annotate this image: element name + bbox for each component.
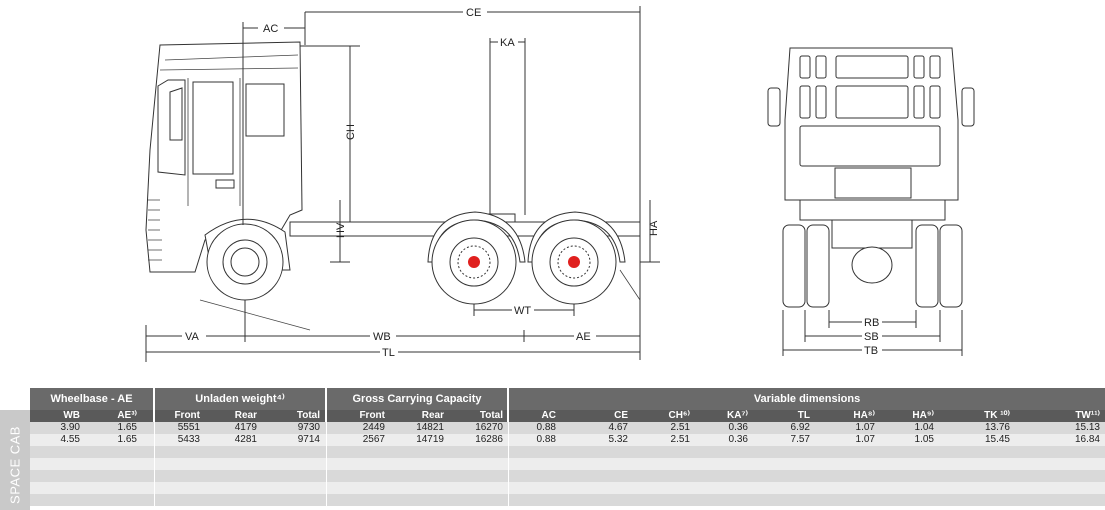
dim-label-ae: AE xyxy=(576,331,591,343)
column-header: Total xyxy=(479,410,503,421)
table-row-band xyxy=(30,446,1105,458)
table-cell: 0.88 xyxy=(536,422,556,433)
table-row-band xyxy=(30,458,1105,470)
column-header: HA⁹⁾ xyxy=(912,410,934,421)
table-row-band xyxy=(30,470,1105,482)
table-cell: 1.07 xyxy=(855,422,875,433)
rear-axle-1-hub xyxy=(468,256,480,268)
truck-dimension-drawing: AC CE KA CH HV HA WT VA WB AE TL xyxy=(145,5,975,362)
dim-label-wb: WB xyxy=(373,331,391,343)
table-cell: 0.36 xyxy=(728,422,748,433)
table-cell: 2449 xyxy=(362,422,385,433)
subheader-band xyxy=(30,410,153,422)
group-divider xyxy=(154,388,155,510)
dim-label-sb: SB xyxy=(864,331,879,343)
table-cell: 3.90 xyxy=(60,422,80,433)
dim-label-ka: KA xyxy=(500,37,515,49)
table-cell: 1.07 xyxy=(855,434,875,445)
table-row-band xyxy=(30,482,1105,494)
dim-label-ce: CE xyxy=(466,7,481,19)
table-cell: 14719 xyxy=(416,434,444,445)
group-divider xyxy=(326,388,327,510)
spec-table: SPACE CAB Wheelbase - AE Unladen weight⁴… xyxy=(0,388,1105,510)
column-header: TW¹¹⁾ xyxy=(1075,410,1100,421)
table-cell: 4281 xyxy=(234,434,257,445)
subheader-band xyxy=(327,410,507,422)
table-cell: 1.65 xyxy=(117,422,137,433)
truck-rear-view xyxy=(767,47,975,308)
subheader-band xyxy=(155,410,325,422)
table-cell: 5433 xyxy=(177,434,200,445)
dim-label-va: VA xyxy=(185,331,200,343)
table-cell: 9730 xyxy=(297,422,320,433)
column-header: Front xyxy=(174,410,200,421)
table-cell: 4.55 xyxy=(60,434,80,445)
column-header: Front xyxy=(359,410,385,421)
table-cell: 1.65 xyxy=(117,434,137,445)
truck-side-view xyxy=(145,41,641,331)
column-header: KA⁷⁾ xyxy=(726,410,748,421)
rear-axle-2-hub xyxy=(568,256,580,268)
table-cell: 0.36 xyxy=(728,434,748,445)
table-row-band xyxy=(30,422,1105,434)
table-cell: 16270 xyxy=(475,422,503,433)
column-header: HA⁸⁾ xyxy=(853,410,875,421)
table-cell: 0.88 xyxy=(536,434,556,445)
table-cell: 15.13 xyxy=(1074,422,1100,433)
column-header: AC xyxy=(541,410,556,421)
dim-label-tb: TB xyxy=(864,345,878,357)
column-header: AE³⁾ xyxy=(117,410,137,421)
side-label-bar: SPACE CAB xyxy=(0,410,30,510)
group-header-gcc: Gross Carrying Capacity xyxy=(327,388,507,410)
table-row-band xyxy=(30,434,1105,446)
table-cell: 2.51 xyxy=(670,434,690,445)
group-header-unladen-weight: Unladen weight⁴⁾ xyxy=(155,388,325,410)
table-cell: 2.51 xyxy=(670,422,690,433)
dim-label-tl: TL xyxy=(382,347,395,359)
rear-view-dimensions: RB SB TB xyxy=(782,310,963,357)
column-header: CH⁶⁾ xyxy=(668,410,690,421)
column-header: Total xyxy=(296,410,320,421)
column-header: TL xyxy=(797,410,810,421)
dim-label-ha: HA xyxy=(648,220,660,236)
table-cell: 14821 xyxy=(416,422,444,433)
table-cell: 6.92 xyxy=(790,422,810,433)
table-cell: 5551 xyxy=(177,422,200,433)
dim-label-rb: RB xyxy=(864,317,879,329)
column-header: Rear xyxy=(234,410,257,421)
side-view-dimensions: AC CE KA CH HV HA WT VA WB AE TL xyxy=(145,5,660,362)
table-cell: 1.04 xyxy=(914,422,934,433)
column-header: Rear xyxy=(421,410,444,421)
table-cell: 15.45 xyxy=(984,434,1010,445)
column-header: CE xyxy=(614,410,628,421)
subheader-band xyxy=(509,410,1105,422)
column-header: TK ¹⁰⁾ xyxy=(984,410,1010,421)
group-divider xyxy=(508,388,509,510)
table-cell: 4179 xyxy=(234,422,257,433)
table-cell: 2567 xyxy=(362,434,385,445)
dim-label-wt: WT xyxy=(514,305,531,317)
table-cell: 5.32 xyxy=(608,434,628,445)
dim-label-ch: CH xyxy=(345,124,357,140)
dim-label-hv: HV xyxy=(335,222,347,238)
table-row-band xyxy=(30,494,1105,506)
group-header-wheelbase: Wheelbase - AE xyxy=(30,388,153,410)
dim-label-ac: AC xyxy=(263,23,278,35)
table-cell: 16286 xyxy=(475,434,503,445)
table-cell: 1.05 xyxy=(914,434,934,445)
table-cell: 4.67 xyxy=(608,422,628,433)
group-header-variable-dimensions: Variable dimensions xyxy=(509,388,1105,410)
column-header: WB xyxy=(63,410,80,421)
table-cell: 7.57 xyxy=(790,434,810,445)
table-cell: 13.76 xyxy=(984,422,1010,433)
table-cell: 16.84 xyxy=(1074,434,1100,445)
table-cell: 9714 xyxy=(297,434,320,445)
